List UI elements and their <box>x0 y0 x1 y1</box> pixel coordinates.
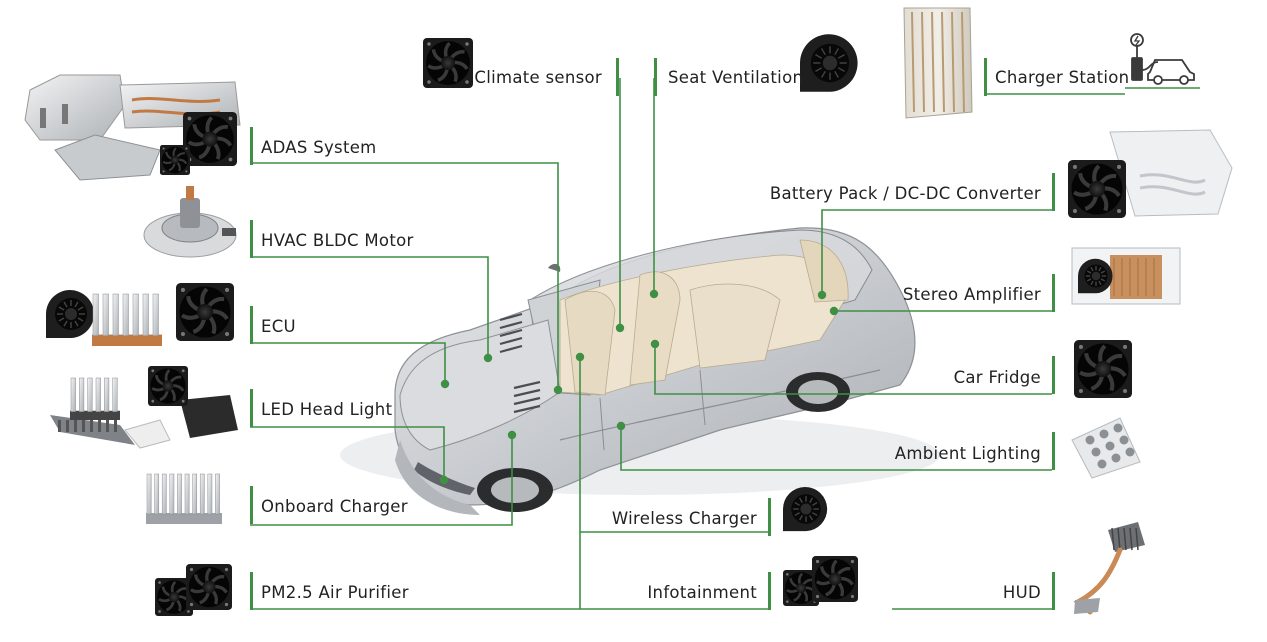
label-battery-pack: Battery Pack / DC-DC Converter <box>769 184 1041 203</box>
leader-ecu-dot <box>440 379 450 389</box>
hvac-bldc-motor-bar <box>250 220 253 258</box>
leader-adas-system <box>250 162 559 390</box>
ecu-fan-icon <box>176 283 234 341</box>
leader-led-head-light <box>250 426 445 480</box>
leader-onboard-charger <box>250 435 513 526</box>
leader-ecu <box>250 342 446 384</box>
battery-pack-fan-icon <box>1068 160 1126 218</box>
ecu-heatsink-icon <box>92 293 162 346</box>
car-fridge-bar <box>1052 356 1055 394</box>
leader-stereo-amplifier-dot <box>829 306 839 316</box>
ecu-bar <box>250 306 253 344</box>
stereo-amplifier-bar <box>1052 274 1055 312</box>
wireless-charger-bar <box>768 498 771 536</box>
leader-ambient-lighting-dot <box>616 421 626 431</box>
label-charger-station: Charger Station <box>995 68 1130 87</box>
ambient-lighting-pin-heatsink-thumbnail <box>1071 417 1141 479</box>
battery-pack-bar <box>1052 173 1055 211</box>
hud-bar <box>1052 572 1055 610</box>
adas-small-fan-icon <box>160 145 190 175</box>
wireless-charger-blower-icon <box>783 486 828 532</box>
seat-ventilation-blower-icon <box>800 34 858 92</box>
leader-onboard-charger-dot <box>507 430 517 440</box>
car-xray-illustration <box>340 227 940 515</box>
label-seat-ventilation: Seat Ventilation <box>668 68 804 87</box>
leader-battery-pack <box>821 209 1052 295</box>
leader-pm25-air-purifier-dot <box>575 352 585 362</box>
led-fan-icon <box>148 366 188 406</box>
charger-station-heatsink-thumbnail <box>903 7 973 119</box>
pm25-air-purifier-bar <box>250 572 253 610</box>
infotainment-bar <box>768 572 771 610</box>
ambient-lighting-bar <box>1052 432 1055 470</box>
label-ecu: ECU <box>261 317 296 336</box>
led-head-light-thumbnail <box>50 395 238 449</box>
adas-system-bar <box>250 127 253 165</box>
label-ambient-lighting: Ambient Lighting <box>894 444 1041 463</box>
charger-station-bar <box>984 58 987 96</box>
stereo-amplifier-blower-icon <box>1078 258 1113 294</box>
onboard-charger-heatsink-icon <box>146 473 222 524</box>
label-hvac-bldc-motor: HVAC BLDC Motor <box>261 231 414 250</box>
component-thumbnails <box>24 7 1233 616</box>
leader-car-fridge-dot <box>650 339 660 349</box>
hvac-bldc-motor-thumbnail <box>143 186 237 258</box>
car-fridge-fan-icon <box>1074 340 1132 398</box>
label-climate-sensor: Climate sensor <box>474 68 602 87</box>
ev-charging-icon <box>1125 33 1200 89</box>
heat-pipe-icon <box>1073 522 1145 615</box>
label-onboard-charger: Onboard Charger <box>261 497 408 516</box>
leader-adas-system-dot <box>553 385 563 395</box>
infotainment-fan-right-icon <box>812 556 858 602</box>
label-infotainment: Infotainment <box>647 583 757 602</box>
label-adas-system: ADAS System <box>261 138 377 157</box>
pm25-fan-left-icon <box>155 578 193 616</box>
leader-hvac-bldc-motor-dot <box>483 353 493 363</box>
label-pm25-air-purifier: PM2.5 Air Purifier <box>261 583 409 602</box>
climate-sensor-bar <box>616 58 619 96</box>
climate-sensor-fan-icon <box>423 38 473 88</box>
pm25-fan-right-icon <box>186 564 232 610</box>
led-heatsink-icon <box>70 377 120 420</box>
label-led-head-light: LED Head Light <box>261 400 393 419</box>
leader-ambient-lighting <box>620 426 1052 471</box>
leader-seat-ventilation-dot <box>649 289 659 299</box>
led-head-light-bar <box>250 389 253 427</box>
leader-led-head-light-dot <box>439 475 449 485</box>
leader-climate-sensor-dot <box>615 323 625 333</box>
leader-battery-pack-dot <box>817 290 827 300</box>
leader-car-fridge <box>654 344 1052 395</box>
battery-pack-cold-plate-thumbnail <box>1109 129 1233 217</box>
label-car-fridge: Car Fridge <box>953 368 1041 387</box>
label-stereo-amplifier: Stereo Amplifier <box>902 285 1041 304</box>
seat-ventilation-bar <box>654 58 657 96</box>
label-hud: HUD <box>1002 583 1041 602</box>
onboard-charger-bar <box>250 486 253 524</box>
leader-lines <box>250 78 1125 610</box>
adas-fan-icon <box>183 112 237 166</box>
leader-hvac-bldc-motor <box>250 256 489 358</box>
label-wireless-charger: Wireless Charger <box>611 509 757 528</box>
ecu-blower-icon <box>46 290 94 338</box>
